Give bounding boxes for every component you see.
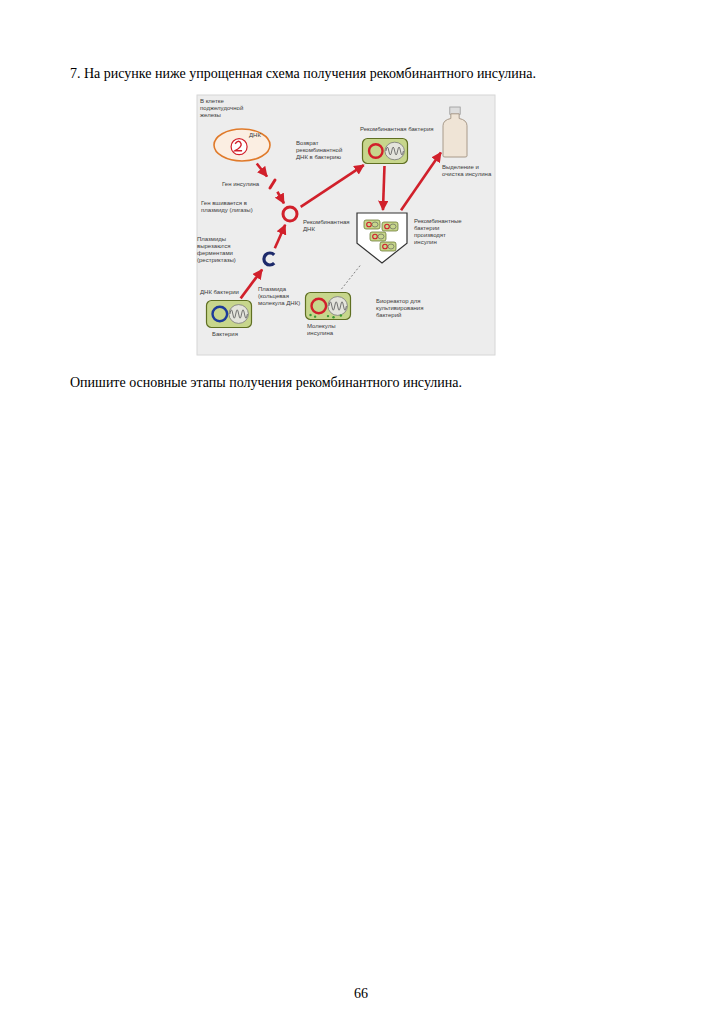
mini-bacterium — [382, 222, 398, 231]
pancreas-cell — [214, 129, 270, 161]
bacterial-dna — [328, 297, 347, 316]
mini-bacterium — [370, 232, 386, 241]
bacterium-body — [363, 139, 408, 164]
cring-node: Плазмиды вырезаются ферментами (рестрикт… — [262, 250, 278, 268]
mini-bacterium — [364, 220, 380, 229]
node-label: Бактерия — [212, 331, 252, 338]
node-label: Рекомбинантная ДНК — [303, 219, 343, 233]
node-label: ДНК — [249, 132, 269, 139]
insulin-molecule — [314, 315, 316, 317]
bacterial-dna — [388, 244, 394, 249]
dna-coil — [230, 310, 247, 318]
heading-text: 7. На рисунке ниже упрощенная схема полу… — [70, 65, 536, 82]
rbact-outline — [362, 138, 408, 164]
node-label: В клетке поджелудочной железы — [200, 98, 262, 119]
bioreactor-vessel — [357, 213, 407, 263]
node-label: Рекомбинантные бактерии производят инсул… — [414, 218, 466, 246]
process-arrow — [275, 225, 285, 248]
plasmid-ring — [383, 244, 388, 249]
rbact-node: Рекомбинантная бактерия — [362, 138, 408, 164]
bacterial-dna — [372, 222, 378, 227]
bottle-node: Выделение и очистка инсулина — [442, 106, 468, 158]
dna-coil — [386, 147, 403, 155]
zoom-line — [340, 266, 360, 291]
cell-nucleus — [231, 139, 247, 155]
insulin-molecule — [332, 316, 334, 318]
reactor-node: Рекомбинантные бактерии производят инсул… — [356, 212, 408, 264]
process-arrow — [257, 164, 267, 177]
node-label: Молекулы инсулина — [307, 323, 357, 337]
node-label: Выделение и очистка инсулина — [442, 164, 492, 178]
bacterium-body — [207, 301, 252, 328]
bottle-cap — [450, 107, 460, 114]
insulin-gene — [270, 180, 275, 188]
mbact-outline — [305, 292, 351, 320]
node-label: ДНК бактерии — [200, 289, 242, 296]
reactor-outline — [356, 212, 408, 264]
insulin-molecule — [340, 314, 342, 316]
plasmid-ring — [369, 144, 383, 158]
plasmid-ring — [213, 307, 228, 322]
insulin-molecule — [309, 314, 311, 316]
bacterium-body — [382, 222, 398, 231]
node-label: Биореактор для культивирования бактерий — [376, 298, 436, 319]
question-text: Опишите основные этапы получения рекомби… — [70, 374, 462, 391]
ring-node: Ген вшивается в плазмиду (лигазы)Рекомби… — [281, 205, 299, 223]
node-label: Плазмида (кольцевая молекула ДНК) — [258, 286, 302, 307]
node-label: Ген инсулина — [222, 181, 266, 188]
ring-outline — [281, 205, 299, 223]
node-label: Плазмиды вырезаются ферментами (рестрикт… — [197, 236, 247, 264]
bacterial-dna — [390, 224, 396, 229]
plasmid-ring — [373, 234, 378, 239]
bacterium-body — [380, 242, 396, 251]
oval-outline — [213, 128, 271, 162]
bacterial-dna — [385, 142, 404, 160]
process-arrow — [277, 192, 284, 204]
bact-node: ДНК бактерииПлазмида (кольцевая молекула… — [206, 300, 252, 328]
plasmid-ring — [312, 299, 327, 314]
bact-outline — [206, 300, 252, 328]
bacterial-dna — [378, 234, 384, 239]
process-arrow — [301, 165, 364, 207]
gene-node: Ген инсулина — [268, 178, 278, 190]
recombinant-plasmid — [283, 207, 297, 221]
bacterial-dna — [229, 305, 248, 324]
mbact-node: Молекулы инсулина — [305, 292, 351, 320]
cut-plasmid — [264, 253, 274, 265]
edge-label: Возврат рекомбинантной ДНК в бактерию — [296, 140, 344, 161]
node-label: Ген вшивается в плазмиду (лигазы) — [201, 200, 275, 214]
figure-background — [197, 95, 495, 355]
page-number: 66 — [354, 985, 368, 1002]
plasmid-ring — [367, 222, 372, 227]
bacterium-body — [370, 232, 386, 241]
plasmid-ring — [385, 224, 390, 229]
insulin-bottle — [443, 114, 467, 157]
oval-node: В клетке поджелудочной железыДНК — [213, 128, 271, 162]
cring-outline — [262, 250, 278, 268]
process-arrow — [383, 166, 385, 210]
bacterium-body — [364, 220, 380, 229]
bottle-outline — [442, 106, 468, 158]
dna-coil — [329, 302, 346, 310]
gene-outline — [268, 178, 278, 190]
insulin-molecule — [327, 315, 329, 317]
chromosome — [235, 141, 242, 151]
node-label: Рекомбинантная бактерия — [360, 126, 438, 133]
bacterium-body — [306, 293, 351, 320]
mini-bacterium — [380, 242, 396, 251]
